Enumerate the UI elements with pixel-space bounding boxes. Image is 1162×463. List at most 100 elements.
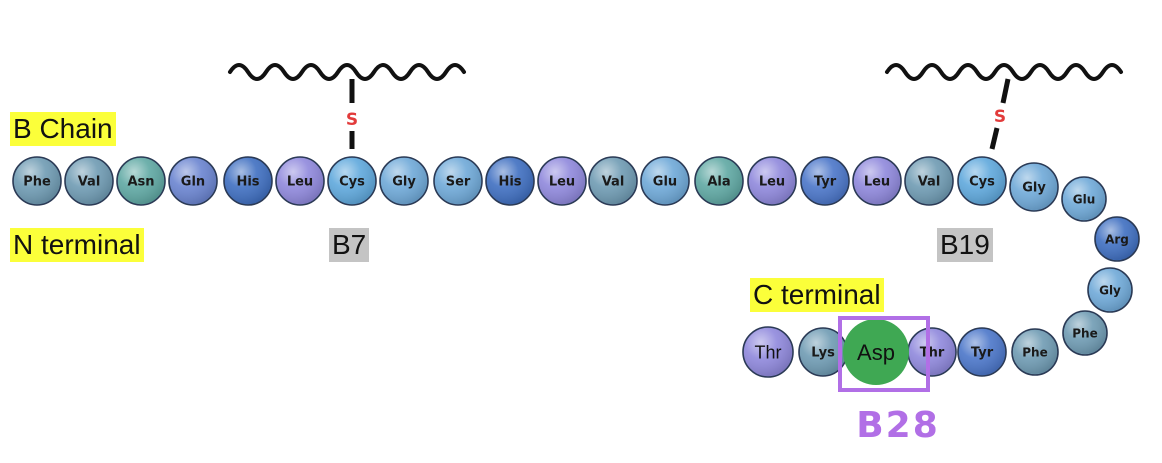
position-label-b19: B19 <box>937 228 993 262</box>
residue-shine <box>590 158 636 204</box>
residue-asp-28: Asp <box>843 319 909 385</box>
residue-shine <box>696 158 742 204</box>
residue-shine <box>1064 312 1106 354</box>
residue-val-2: Val <box>64 156 114 206</box>
residue-label: Gly <box>392 175 416 190</box>
residue-shine <box>909 329 955 375</box>
residue-label: Gly <box>1022 181 1046 196</box>
residue-cys-19: Cys <box>957 156 1007 206</box>
residue-shine <box>539 158 585 204</box>
residue-tyr-16: Tyr <box>800 156 850 206</box>
residue-ala-14: Ala <box>694 156 744 206</box>
residue-label: Val <box>918 175 941 190</box>
residue-shine <box>959 329 1005 375</box>
residue-glu-21: Glu <box>1061 176 1107 222</box>
residue-label: Asp <box>857 340 895 365</box>
residue-bead <box>843 319 909 385</box>
residue-label: Cys <box>969 175 995 190</box>
residue-his-10: His <box>485 156 535 206</box>
residue-label: His <box>236 175 259 190</box>
residue-shine <box>642 158 688 204</box>
residue-label: His <box>498 175 521 190</box>
residue-shine <box>277 158 323 204</box>
residue-label: Ala <box>707 175 730 190</box>
wavy-chain-right <box>885 63 1123 81</box>
residue-lys-29: Lys <box>798 327 848 377</box>
residue-label: Gly <box>1099 283 1121 297</box>
residue-val-12: Val <box>588 156 638 206</box>
residue-shine <box>1096 218 1138 260</box>
residue-asn-3: Asn <box>116 156 166 206</box>
residue-label: Val <box>78 175 101 190</box>
sulfur-atom-right: S <box>994 107 1006 127</box>
residue-leu-15: Leu <box>747 156 797 206</box>
residue-arg-22: Arg <box>1094 216 1140 262</box>
residue-label: Phe <box>23 175 51 190</box>
residue-label: Leu <box>864 175 890 190</box>
residue-label: Arg <box>1105 232 1129 246</box>
b28-highlight-box <box>838 316 930 392</box>
residue-ser-9: Ser <box>433 156 483 206</box>
residue-val-18: Val <box>904 156 954 206</box>
b28-handwritten-label: B28 <box>856 405 940 446</box>
residue-shine <box>66 158 112 204</box>
residue-glu-13: Glu <box>640 156 690 206</box>
residue-shine <box>329 158 375 204</box>
residue-thr-27: Thr <box>907 327 957 377</box>
residue-label: Glu <box>1073 192 1096 206</box>
residue-label: Gln <box>181 175 205 190</box>
residue-label: Glu <box>653 175 677 190</box>
residue-cys-7: Cys <box>327 156 377 206</box>
residue-leu-11: Leu <box>537 156 587 206</box>
residue-label: Cys <box>339 175 365 190</box>
residue-phe-24: Phe <box>1062 310 1108 356</box>
residue-shine <box>906 158 952 204</box>
residue-label: Leu <box>549 175 575 190</box>
residue-label: Val <box>602 175 625 190</box>
residue-label: Leu <box>759 175 785 190</box>
residue-label: Lys <box>811 346 835 361</box>
residue-label: Ser <box>446 175 471 190</box>
position-label-b7: B7 <box>329 228 370 262</box>
residue-shine <box>744 328 792 376</box>
residue-shine <box>1013 330 1057 374</box>
residue-shine <box>1063 178 1105 220</box>
residue-shine <box>749 158 795 204</box>
n-terminal-label: N terminal <box>10 228 144 262</box>
residue-label: Asn <box>127 175 154 190</box>
residue-his-5: His <box>223 156 273 206</box>
residue-gly-8: Gly <box>379 156 429 206</box>
residue-gly-20: Gly <box>1009 162 1059 212</box>
residue-gly-23: Gly <box>1087 267 1133 313</box>
residue-label: Thr <box>920 346 945 361</box>
residue-phe-25: Phe <box>1011 328 1059 376</box>
residue-shine <box>170 158 216 204</box>
residue-label: Phe <box>1072 326 1097 340</box>
residue-shine <box>854 158 900 204</box>
residue-label: Thr <box>755 342 782 362</box>
residue-leu-17: Leu <box>852 156 902 206</box>
residue-shine <box>800 329 846 375</box>
residue-label: Phe <box>1022 345 1047 359</box>
residue-shine <box>487 158 533 204</box>
residue-leu-6: Leu <box>275 156 325 206</box>
residue-shine <box>118 158 164 204</box>
residue-shine <box>14 158 60 204</box>
residue-shine <box>1011 164 1057 210</box>
b-chain-title: B Chain <box>10 112 116 146</box>
residue-label: Leu <box>287 175 313 190</box>
disulfide-bond-right-lower <box>989 127 1000 150</box>
residue-label: Tyr <box>971 346 994 361</box>
residue-shine <box>381 158 427 204</box>
residue-tyr-26: Tyr <box>957 327 1007 377</box>
residue-shine <box>959 158 1005 204</box>
residue-shine <box>802 158 848 204</box>
residue-shine <box>225 158 271 204</box>
disulfide-bond-right-upper <box>1000 78 1011 104</box>
residue-phe-1: Phe <box>12 156 62 206</box>
residue-label: Tyr <box>814 175 837 190</box>
c-terminal-label: C terminal <box>750 278 884 312</box>
